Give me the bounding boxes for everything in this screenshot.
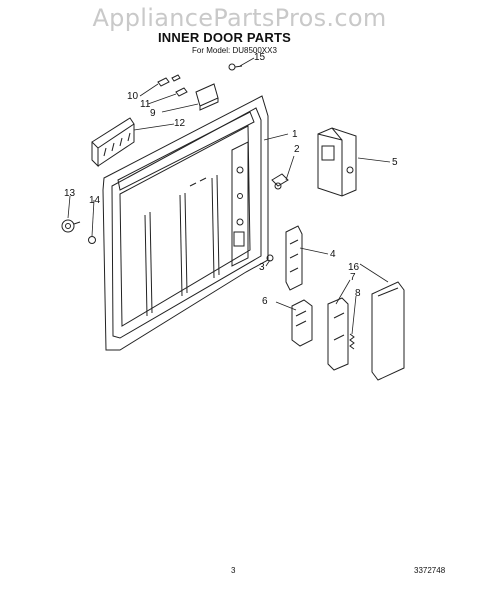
callout-7: 7 [350, 272, 356, 283]
nut [88, 236, 96, 244]
callout-3: 3 [259, 262, 265, 273]
vent-housing [291, 299, 313, 347]
callout-8: 8 [355, 288, 361, 299]
callout-9: 9 [150, 108, 156, 119]
callout-11: 11 [140, 99, 151, 110]
callout-16: 16 [348, 262, 360, 273]
callout-14: 14 [89, 195, 101, 206]
callout-labels: 1 2 3 4 5 6 7 8 9 10 11 12 13 14 15 16 [64, 52, 398, 307]
callout-15: 15 [254, 52, 266, 63]
clip-parts [157, 74, 188, 97]
callout-6: 6 [262, 296, 268, 307]
cover-plate [195, 83, 219, 111]
vent-cover [327, 297, 349, 371]
callout-2: 2 [294, 144, 300, 155]
door-hinge-fitting [61, 219, 81, 233]
screw [228, 63, 243, 71]
callout-4: 4 [330, 249, 336, 260]
callout-5: 5 [392, 157, 398, 168]
callout-1: 1 [292, 129, 298, 140]
document-number: 3372748 [414, 566, 446, 575]
inner-door-panel [102, 95, 269, 351]
vent-bracket [266, 225, 303, 291]
callout-10: 10 [127, 91, 139, 102]
callout-13: 13 [64, 188, 76, 199]
model-label: For Model: DU8500XX3 [192, 46, 277, 55]
spring [349, 333, 355, 350]
leader-lines [67, 57, 391, 335]
latch-knob [271, 173, 289, 190]
vent-panel [371, 281, 405, 381]
page-number: 3 [231, 566, 236, 575]
diagram-title: INNER DOOR PARTS [158, 30, 291, 45]
watermark: AppliancePartsPros.com [92, 4, 387, 32]
detergent-dispenser [317, 127, 357, 197]
callout-12: 12 [174, 118, 186, 129]
door-handle [91, 117, 135, 168]
